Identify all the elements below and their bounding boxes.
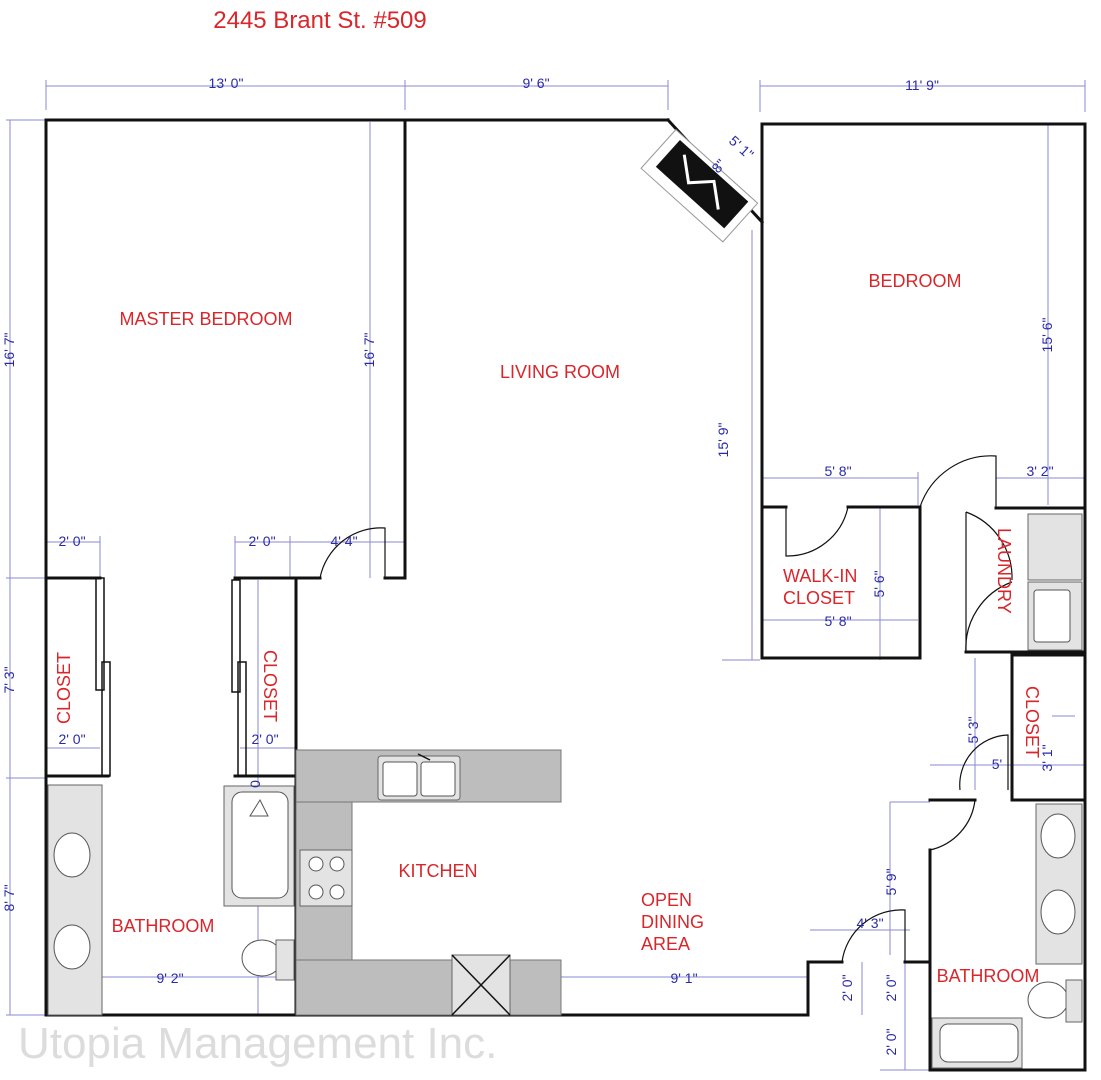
dimension-labels: 13' 0" 9' 6" 11' 9" 5' 1" 8" 16' 7" 7' 3… <box>1 75 1055 1056</box>
dim-bath-left-w: 9' 2" <box>156 970 183 986</box>
dim-entry-door: 4' 3" <box>856 915 883 931</box>
room-walk-in-closet-line2: CLOSET <box>783 588 855 608</box>
dim-top-living: 9' 6" <box>522 75 549 91</box>
dim-left-master: 16' 7" <box>1 333 17 368</box>
room-bedroom: BEDROOM <box>868 271 961 291</box>
walls <box>44 117 1087 1072</box>
dim-closet-w-left: 2' 0" <box>58 533 85 549</box>
dim-master-inner: 16' 7" <box>361 333 377 368</box>
room-closet-mid: CLOSET <box>260 650 280 722</box>
dim-hall-closet-w: 5' <box>992 756 1002 772</box>
dim-door-master: 4' 4" <box>330 533 357 549</box>
closet-sliders <box>95 577 247 777</box>
dim-left-bath: 8' 7" <box>1 884 17 911</box>
room-open-dining-line2: DINING <box>641 912 704 932</box>
dim-laundry-top: 3' 2" <box>1026 463 1053 479</box>
dim-step-b: 2' 0" <box>883 974 899 1001</box>
room-open-dining-line3: AREA <box>641 934 690 954</box>
door-swings <box>319 455 1013 963</box>
dim-bedroom-height: 15' 6" <box>1039 318 1055 353</box>
room-closet-right: CLOSET <box>1022 686 1042 758</box>
dim-hall-closet-h: 5' 3" <box>965 716 981 743</box>
room-open-dining-line1: OPEN <box>641 890 692 910</box>
dim-walkin-height: 5' 6" <box>871 570 887 597</box>
dim-step-c: 2' 0" <box>883 1028 899 1055</box>
left-bathroom-fixtures <box>47 784 295 1016</box>
dim-top-bedroom: 11' 9" <box>905 77 939 93</box>
dim-diag-width: 5' 1" <box>726 132 757 162</box>
watermark: Utopia Management Inc. <box>18 1019 497 1068</box>
room-closet-left: CLOSET <box>54 652 74 724</box>
room-labels: MASTER BEDROOM LIVING ROOM BEDROOM WALK-… <box>54 271 1042 986</box>
kitchen-counters <box>295 749 562 1016</box>
room-walk-in-closet-line1: WALK-IN <box>783 566 857 586</box>
dim-top-master: 13' 0" <box>209 75 244 91</box>
room-laundry: LAUNDRY <box>994 528 1014 614</box>
room-living-room: LIVING ROOM <box>500 362 620 382</box>
dim-step-a: 2' 0" <box>839 974 855 1001</box>
dim-dining-w: 9' 1" <box>670 970 697 986</box>
dim-bath-right-h: 5' 9" <box>883 868 899 895</box>
room-bathroom-left: BATHROOM <box>112 916 215 936</box>
dim-closet-w-left-b: 2' 0" <box>58 731 85 747</box>
room-bathroom-right: BATHROOM <box>937 966 1040 986</box>
dim-closet-w-mid-b: 2' 0" <box>251 731 278 747</box>
dim-walkin-bottom: 5' 8" <box>824 613 851 629</box>
dim-left-closet: 7' 3" <box>1 666 17 693</box>
dim-living-height: 15' 9" <box>715 423 731 458</box>
dim-walkin-top: 5' 8" <box>824 463 851 479</box>
dim-right-closet-d: 3' 1" <box>1039 744 1055 771</box>
room-master-bedroom: MASTER BEDROOM <box>119 309 292 329</box>
room-kitchen: KITCHEN <box>398 861 477 881</box>
fireplace-icon <box>640 128 759 243</box>
plan-title: 2445 Brant St. #509 <box>213 7 427 34</box>
laundry-appliances <box>1027 513 1083 651</box>
dim-tub-small: 0 <box>247 780 263 788</box>
right-bathroom-fixtures <box>931 803 1083 1069</box>
dim-closet-w-mid: 2' 0" <box>248 533 275 549</box>
